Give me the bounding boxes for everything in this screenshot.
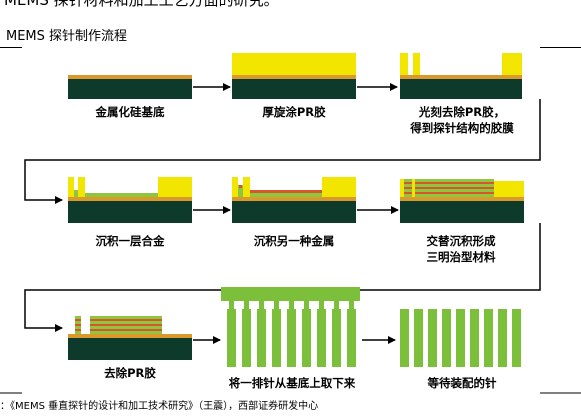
needle bbox=[470, 309, 479, 367]
title-rule-right bbox=[540, 47, 581, 48]
photoresist bbox=[413, 53, 420, 75]
needle-bar bbox=[221, 287, 360, 301]
substrate bbox=[232, 79, 356, 99]
substrate bbox=[400, 201, 524, 223]
photoresist bbox=[400, 53, 408, 75]
photoresist bbox=[78, 177, 85, 197]
step-3-illustration bbox=[400, 53, 522, 99]
heading-fragment: MEMS 探针材料和加工工艺方面的研究。 bbox=[4, 0, 279, 9]
step-6-label-line1: 交替沉积形成 bbox=[426, 234, 496, 248]
step-7-illustration bbox=[68, 316, 192, 360]
sandwich-stack bbox=[404, 179, 494, 197]
step-7-label: 去除PR胶 bbox=[104, 366, 156, 380]
needle bbox=[442, 309, 451, 367]
step-1-label: 金属化硅基底 bbox=[95, 105, 165, 119]
needle bbox=[414, 309, 423, 367]
substrate bbox=[68, 338, 192, 360]
step-6-illustration bbox=[400, 179, 524, 223]
photoresist bbox=[232, 177, 238, 197]
metal-layer bbox=[232, 197, 356, 201]
step-3-label-line2: 得到探针结构的胶膜 bbox=[410, 121, 514, 135]
alloy-layer bbox=[250, 193, 322, 197]
figure-title: MEMS 探针制作流程 bbox=[6, 29, 128, 44]
metal2-layer bbox=[250, 190, 322, 193]
wrap-arrow-2 bbox=[24, 223, 541, 332]
step-2-illustration bbox=[232, 53, 356, 99]
substrate bbox=[68, 79, 192, 99]
needle bbox=[428, 309, 437, 367]
step-1-illustration bbox=[68, 75, 192, 99]
metal-layer bbox=[400, 75, 522, 79]
step-9-label: 等待装配的针 bbox=[427, 376, 497, 390]
photoresist bbox=[494, 181, 524, 197]
photoresist bbox=[412, 179, 415, 197]
step-3-label-line1: 光刻去除PR胶， bbox=[418, 105, 506, 119]
metal-layer bbox=[68, 334, 192, 338]
metal-layer bbox=[400, 197, 524, 201]
step-6-label-line2: 三明治型材料 bbox=[426, 250, 496, 264]
metal2-layer bbox=[239, 185, 242, 188]
source-note: ：《MEMS 垂直探针的设计和加工技术研究》（王震），西部证券研发中心 bbox=[0, 401, 319, 412]
needle bbox=[498, 309, 507, 367]
photoresist bbox=[243, 177, 250, 197]
metal-layer bbox=[68, 75, 192, 79]
step-4-illustration bbox=[68, 177, 192, 223]
photoresist bbox=[400, 179, 404, 197]
step-5-illustration bbox=[232, 177, 356, 223]
step-4-label: 沉积一层合金 bbox=[95, 234, 165, 248]
photoresist bbox=[68, 177, 74, 197]
metal-layer bbox=[232, 75, 356, 79]
step-8-illustration bbox=[221, 287, 360, 367]
alloy-layer bbox=[74, 190, 78, 197]
sandwich-stack bbox=[75, 316, 162, 334]
step-2-label: 厚旋涂PR胶 bbox=[262, 105, 326, 119]
substrate bbox=[68, 201, 192, 223]
needle bbox=[400, 309, 409, 367]
substrate bbox=[400, 79, 522, 99]
needle bbox=[484, 309, 493, 367]
substrate bbox=[232, 201, 356, 223]
photoresist bbox=[502, 53, 522, 75]
step-9-illustration bbox=[400, 309, 521, 367]
needle bbox=[512, 309, 521, 367]
needles bbox=[227, 309, 356, 367]
alloy-layer bbox=[238, 185, 243, 197]
step-5-label: 沉积另一种金属 bbox=[253, 234, 335, 248]
alloy-layer bbox=[85, 193, 158, 197]
metal-layer bbox=[68, 197, 192, 201]
needle bbox=[456, 309, 465, 367]
step-8-label: 将一排针从基底上取下来 bbox=[228, 376, 356, 390]
photoresist bbox=[232, 53, 356, 75]
photoresist bbox=[158, 177, 192, 197]
photoresist bbox=[322, 177, 356, 197]
title-rule-left bbox=[0, 47, 22, 48]
wrap-arrow-1 bbox=[24, 99, 541, 204]
